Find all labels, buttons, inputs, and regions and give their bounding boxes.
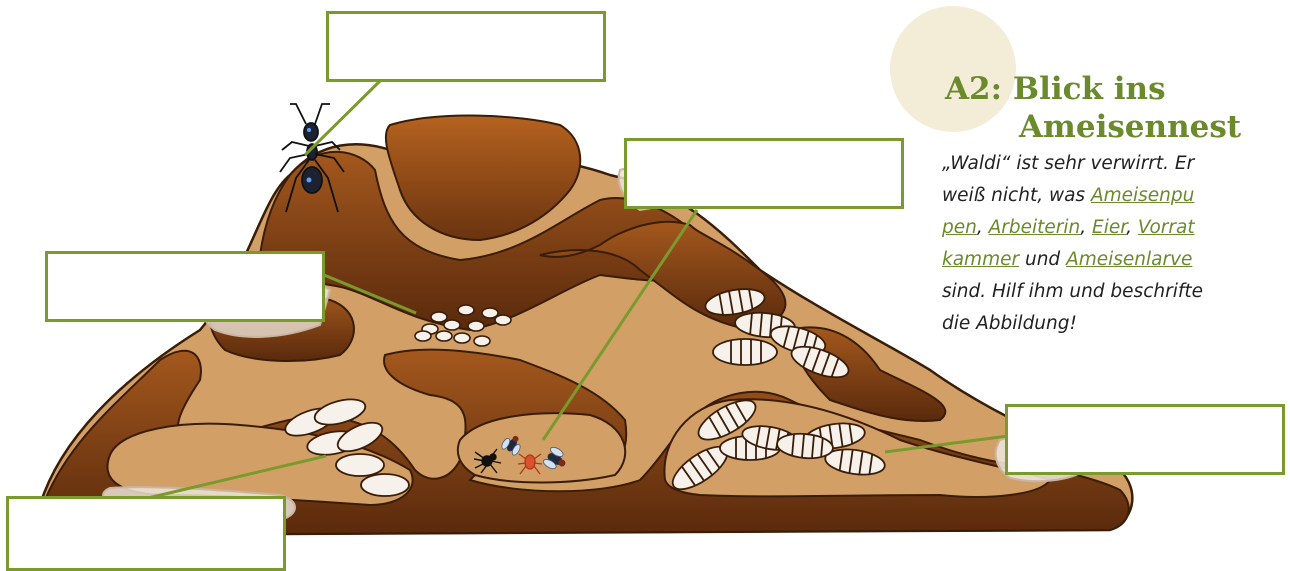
instruction-text: weiß nicht, was xyxy=(942,185,1091,206)
instruction-line: weiß nicht, was Ameisenpu xyxy=(942,180,1290,212)
instruction-line: pen, Arbeiterin, Eier, Vorrat xyxy=(942,212,1290,244)
instruction-line: sind. Hilf ihm und beschrifte xyxy=(942,276,1290,308)
instruction-text: , xyxy=(1126,217,1138,238)
instruction-line: kammer und Ameisenlarve xyxy=(942,244,1290,276)
instruction-text: „Waldi“ ist sehr verwirrt. Er xyxy=(942,153,1194,174)
instruction-line: die Abbildung! xyxy=(942,308,1290,340)
task-title-line2: Ameisennest xyxy=(945,108,1290,146)
instruction-text: , xyxy=(1080,217,1092,238)
instruction-text: und xyxy=(1019,249,1066,270)
task-prefix: A2: xyxy=(945,71,1002,107)
task-instructions: „Waldi“ ist sehr verwirrt. Er weiß nicht,… xyxy=(942,148,1290,340)
term-link: pen xyxy=(942,217,977,238)
label-box-pantry[interactable] xyxy=(624,138,904,209)
term-link: Ameisenpu xyxy=(1091,185,1194,206)
label-box-pupae[interactable] xyxy=(6,496,286,571)
term-link: Ameisenlarve xyxy=(1066,249,1192,270)
instruction-text: sind. Hilf ihm und beschrifte xyxy=(942,281,1203,302)
center-pantry-chamber xyxy=(458,413,625,482)
term-link: Arbeiterin xyxy=(989,217,1081,238)
term-link: kammer xyxy=(942,249,1019,270)
label-box-eggs[interactable] xyxy=(45,251,325,322)
instruction-text: , xyxy=(977,217,989,238)
term-link: Vorrat xyxy=(1138,217,1195,238)
label-box-ant[interactable] xyxy=(326,11,606,82)
term-link: Eier xyxy=(1092,217,1126,238)
instruction-line: „Waldi“ ist sehr verwirrt. Er xyxy=(942,148,1290,180)
instruction-text: die Abbildung! xyxy=(942,313,1077,334)
task-title-line1: Blick ins xyxy=(1013,71,1166,107)
label-box-larvae[interactable] xyxy=(1005,404,1285,475)
